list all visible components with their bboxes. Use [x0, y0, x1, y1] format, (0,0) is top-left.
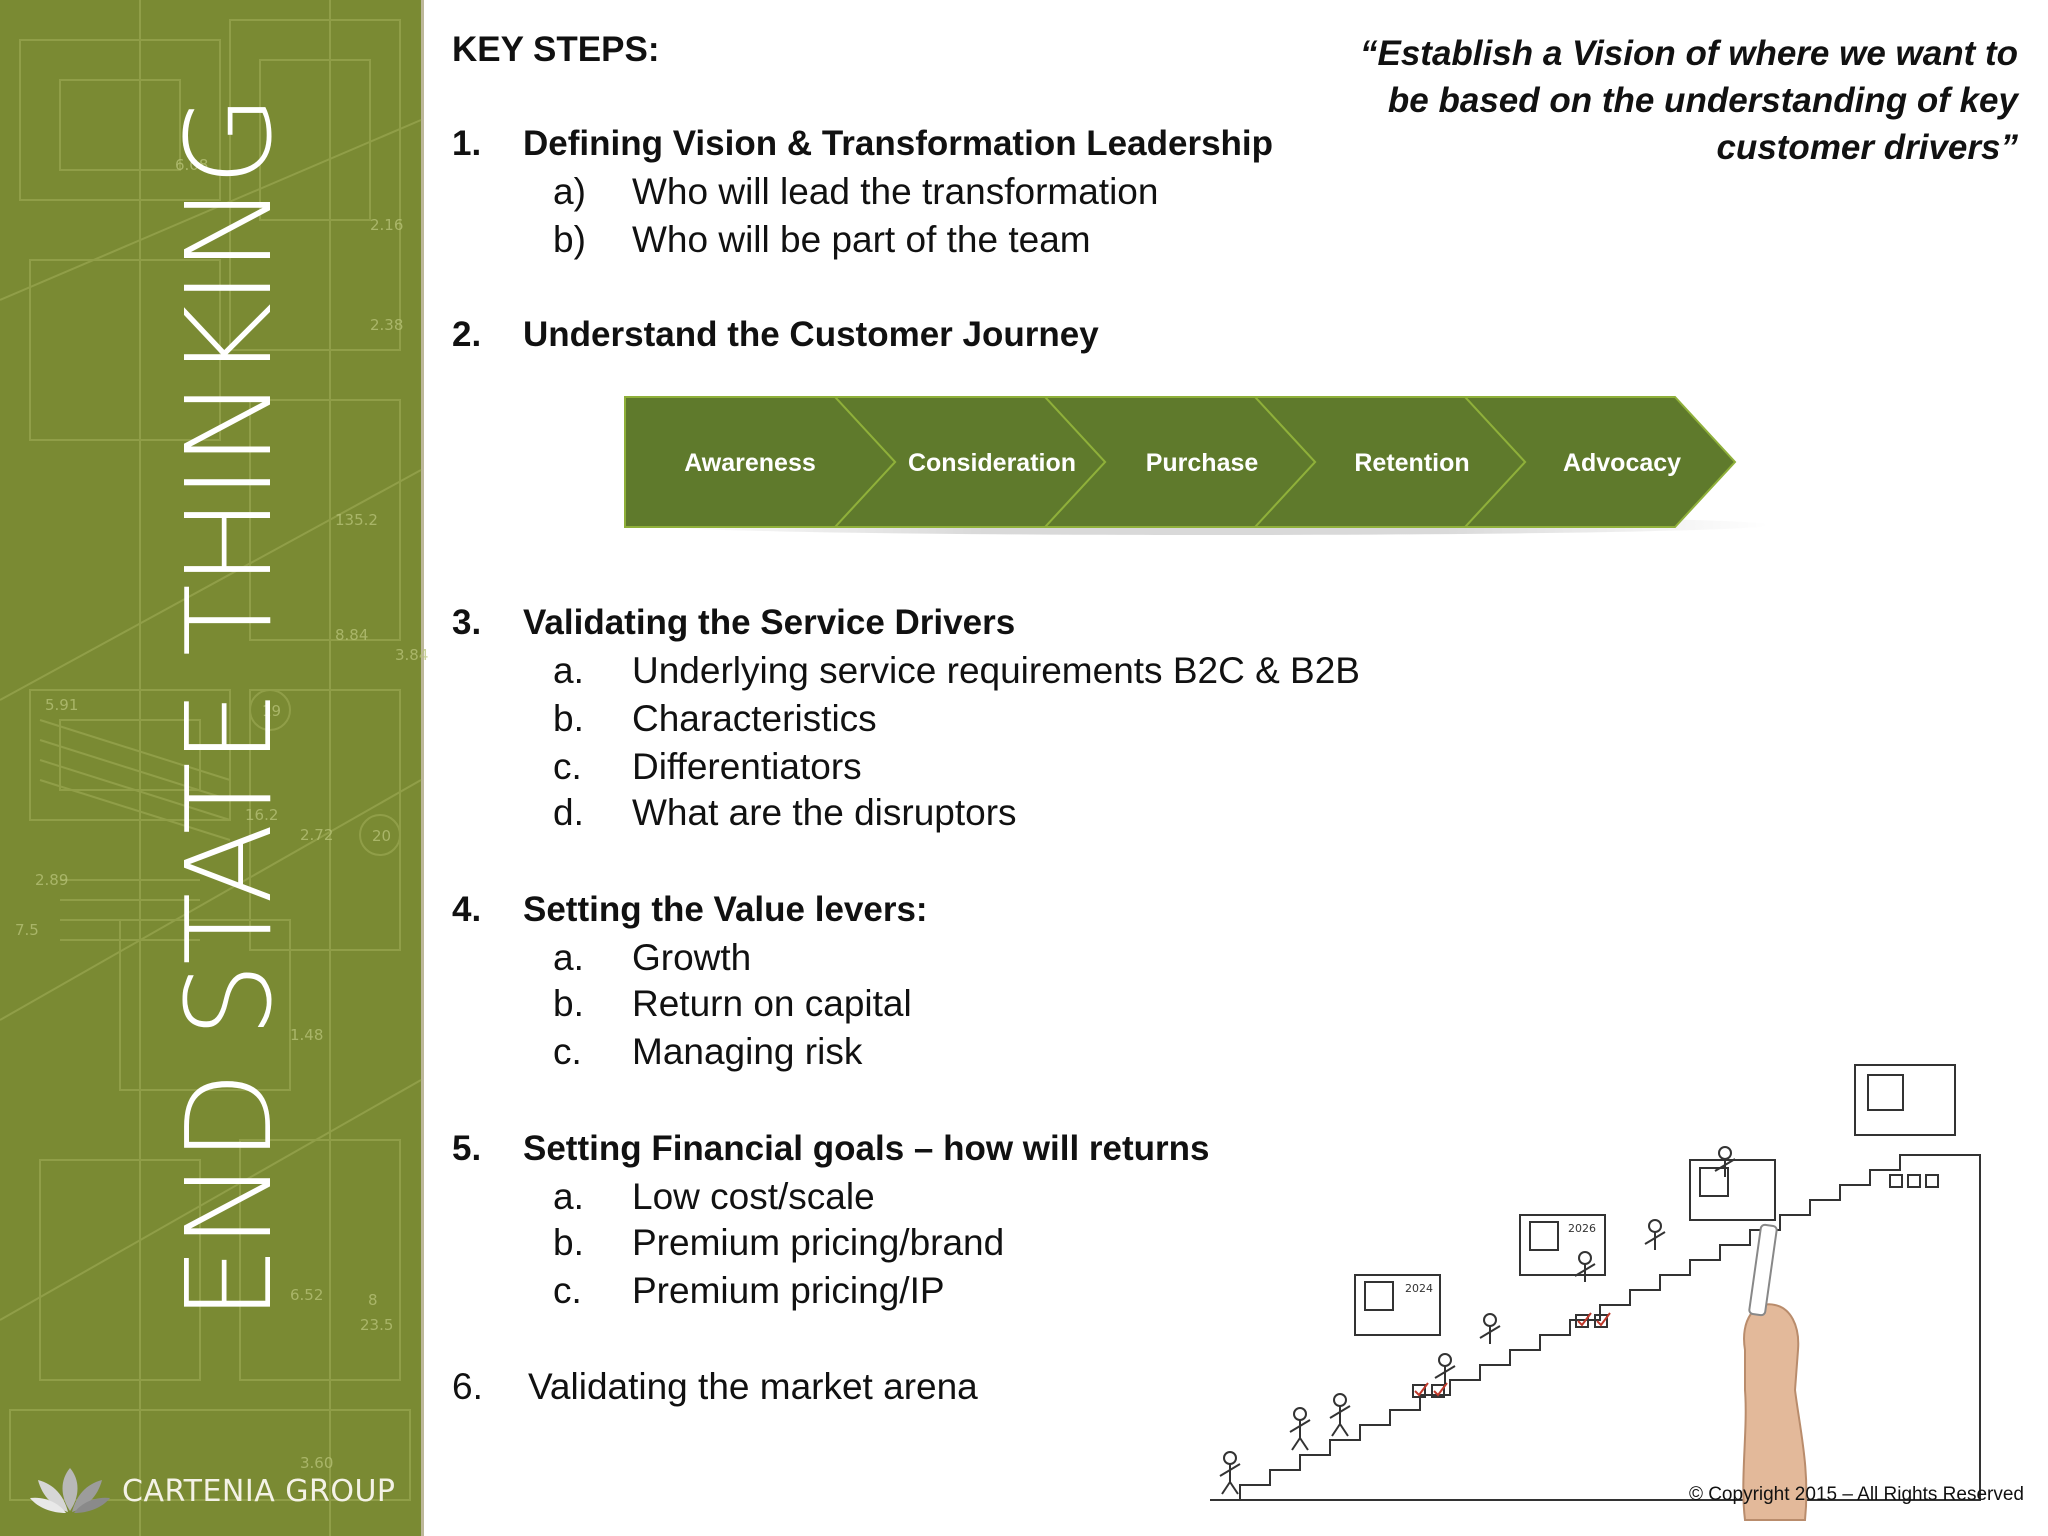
blueprint-number: 3.84 — [395, 646, 428, 664]
checkbox-icon — [1412, 1312, 1611, 1398]
blueprint-number: 2.72 — [300, 826, 333, 844]
staircase-illustration: 2024 2026 — [1210, 1064, 1981, 1521]
sub-item: Low cost/scale — [632, 1176, 875, 1217]
step-number: 3. — [452, 603, 482, 642]
blueprint-number: 3.60 — [300, 1454, 333, 1472]
sub-item-marker: a. — [553, 1176, 584, 1217]
sub-item: What are the disruptors — [632, 792, 1017, 833]
blueprint-number: 2.38 — [370, 316, 403, 334]
blueprint-number: 2.16 — [370, 216, 403, 234]
stick-figures-icon — [1219, 1146, 1736, 1495]
sidebar-panel: 6.08 2.16 2.38 135.2 8.84 3.84 5.91 19 2… — [0, 0, 428, 1536]
sub-item: Return on capital — [632, 983, 912, 1024]
step-title: Validating the market arena — [528, 1366, 978, 1407]
blueprint-number: 6.52 — [290, 1286, 323, 1304]
sub-item-marker: d. — [553, 792, 584, 833]
step-title: Understand the Customer Journey — [523, 315, 1099, 354]
sub-item: Premium pricing/brand — [632, 1222, 1005, 1263]
hand-drawing-icon — [1742, 1223, 1808, 1521]
sub-item-marker: b. — [553, 1222, 584, 1263]
sub-item-marker: c. — [553, 1031, 582, 1072]
sub-item: Who will lead the transformation — [632, 171, 1159, 212]
sub-item-marker: a. — [553, 937, 584, 978]
lotus-logo-icon — [30, 1468, 110, 1513]
sub-item: Who will be part of the team — [632, 219, 1091, 260]
journey-stage-label: Advocacy — [1563, 449, 1681, 477]
blueprint-number: 2.89 — [35, 871, 68, 889]
copyright-notice: © Copyright 2015 – All Rights Reserved — [1688, 1484, 2024, 1505]
journey-stage-label: Purchase — [1146, 449, 1259, 477]
customer-journey-flow: Awareness Consideration Purchase Retenti… — [624, 396, 1770, 535]
sub-item-marker: b. — [553, 983, 584, 1024]
blueprint-number: 6.08 — [175, 156, 208, 174]
step-title: Setting Financial goals – how will retur… — [523, 1129, 1210, 1168]
journey-stage-label: Awareness — [684, 449, 816, 477]
blueprint-number: 7.5 — [15, 921, 39, 939]
sub-item-marker: c. — [553, 746, 582, 787]
sub-item: Characteristics — [632, 698, 877, 739]
step-number: 4. — [452, 890, 482, 929]
key-steps-heading: KEY STEPS: — [452, 30, 660, 69]
logo: CARTENIA GROUP — [30, 1466, 396, 1516]
step-number: 6. — [452, 1366, 483, 1407]
sub-item-marker: c. — [553, 1270, 582, 1311]
sub-item: Underlying service requirements B2C & B2… — [632, 650, 1360, 691]
sub-item: Growth — [632, 937, 752, 978]
step-number: 1. — [452, 124, 482, 163]
journey-stage-label: Consideration — [908, 449, 1076, 477]
blueprint-number: 5.91 — [45, 696, 78, 714]
step-title: Setting the Value levers: — [523, 890, 928, 929]
blueprint-number: 8 — [368, 1291, 378, 1309]
step-title: Defining Vision & Transformation Leaders… — [523, 124, 1274, 163]
blueprint-number: 135.2 — [335, 511, 378, 529]
journey-stage-label: Retention — [1354, 449, 1469, 477]
journey-chevron — [624, 396, 897, 528]
blueprint-number: 1.48 — [290, 1026, 323, 1044]
sub-item: Differentiators — [632, 746, 862, 787]
blueprint-number: 8.84 — [335, 626, 368, 644]
vision-quote: “Establish a Vision of where we want to … — [1360, 34, 2018, 167]
logo-text: CARTENIA GROUP — [122, 1473, 396, 1509]
step-number: 5. — [452, 1129, 482, 1168]
sub-item-marker: a. — [553, 650, 584, 691]
blueprint-background-icon: 6.08 2.16 2.38 135.2 8.84 3.84 5.91 19 2… — [0, 0, 428, 1536]
blueprint-number: 23.5 — [360, 1316, 393, 1334]
step-number: 2. — [452, 315, 482, 354]
sub-item-marker: b) — [553, 219, 586, 260]
sub-item-marker: b. — [553, 698, 584, 739]
step-title: Validating the Service Drivers — [523, 603, 1016, 642]
sub-item-marker: a) — [553, 171, 586, 212]
blueprint-number: 16.2 — [245, 806, 278, 824]
blueprint-number: 20 — [372, 827, 391, 845]
illustration-label: 2024 — [1405, 1282, 1433, 1295]
blueprint-number: 19 — [262, 702, 281, 720]
illustration-label: 2026 — [1568, 1222, 1596, 1235]
sub-item: Premium pricing/IP — [632, 1270, 945, 1311]
sub-item: Managing risk — [632, 1031, 863, 1072]
